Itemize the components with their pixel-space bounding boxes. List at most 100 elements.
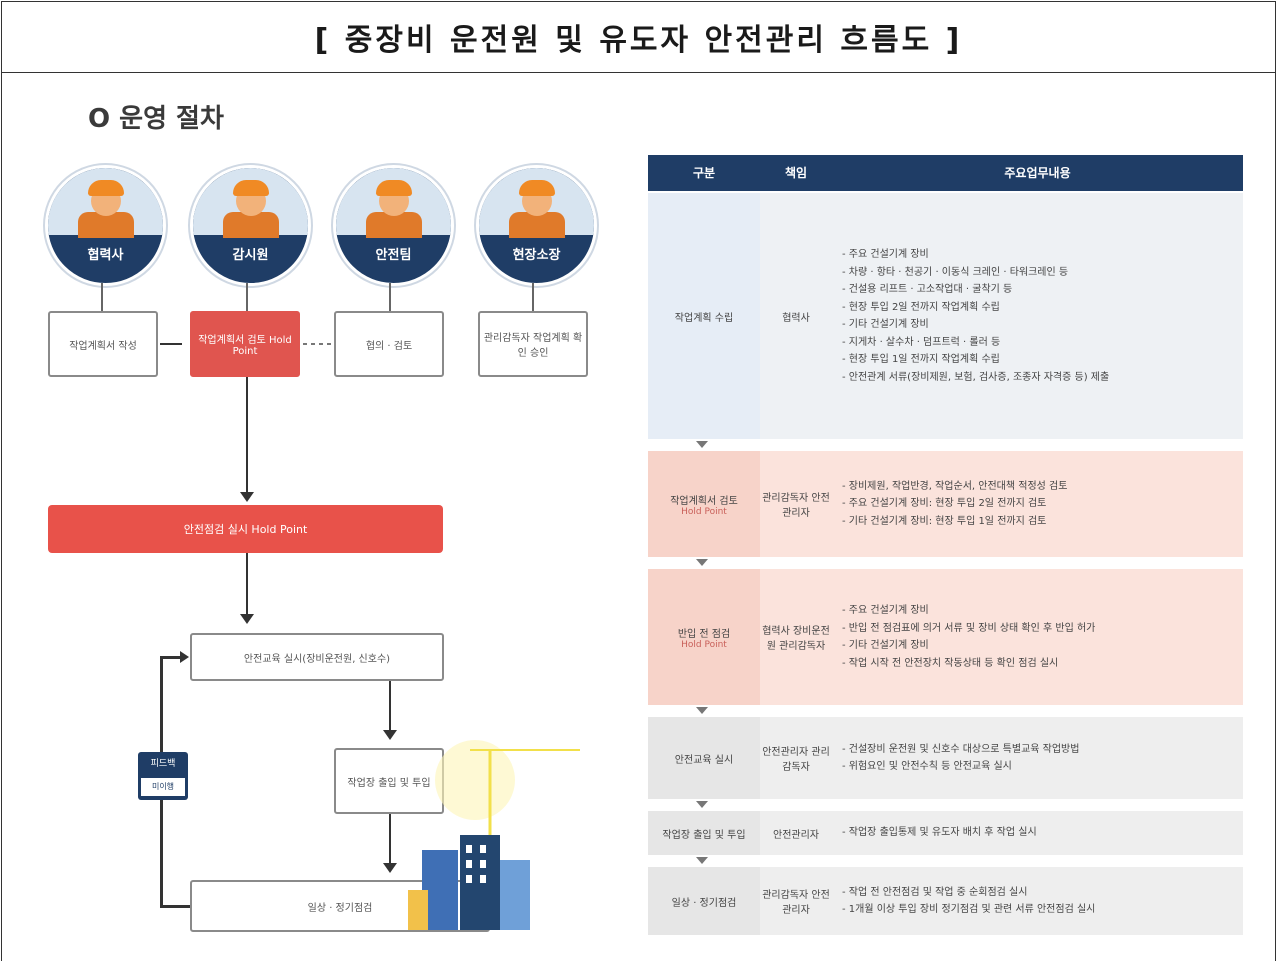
role-label: 협력사 xyxy=(87,248,124,263)
hold-point-label: Hold Point xyxy=(681,639,727,650)
task-line: - 현장 투입 1일 전까지 작업계획 수립 xyxy=(842,354,1000,365)
role-partner: 협력사 xyxy=(45,165,166,286)
task-line: - 건설용 리프트 · 고소작업대 · 굴착기 등 xyxy=(842,284,1013,295)
row-category: 일상 · 정기점검 xyxy=(648,867,760,935)
chevron-down-icon xyxy=(696,857,708,864)
row-tasks: - 작업 전 안전점검 및 작업 중 순회점검 실시 - 1개월 이상 투입 장… xyxy=(832,867,1243,935)
table-row: 반입 전 점검 Hold Point 협력사 장비운전원 관리감독자 - 주요 … xyxy=(648,569,1243,705)
role-label: 현장소장 xyxy=(512,248,561,263)
task-line: - 작업 시작 전 안전장치 작동상태 등 확인 점검 실시 xyxy=(842,657,1059,669)
task-line: - 주요 건설기계 장비: 현장 투입 2일 전까지 검토 xyxy=(842,498,1047,510)
cell-text: 안전교육 실시 xyxy=(674,754,734,766)
chevron-down-icon xyxy=(696,801,708,808)
task-line: - 기타 건설기계 장비 xyxy=(842,319,929,330)
task-line: - 안전관계 서류(장비제원, 보험, 검사증, 조종자 자격증 등) 제출 xyxy=(842,371,1110,383)
arrow-down-icon xyxy=(240,614,254,624)
chevron-down-icon xyxy=(696,559,708,566)
task-line: - 지게차 · 살수차 · 덤프트럭 · 롤러 등 xyxy=(842,336,1001,348)
row-owner: 관리감독자 안전관리자 xyxy=(760,867,832,935)
role-inspector: 감시원 xyxy=(190,165,311,286)
row-owner: 협력사 장비운전원 관리감독자 xyxy=(760,569,832,705)
cell-text: 협력사 xyxy=(782,312,810,324)
feedback-label: 피드백 xyxy=(150,759,176,769)
task-line: - 주요 건설기계 장비 xyxy=(842,605,929,616)
row-category: 안전교육 실시 xyxy=(648,717,760,799)
connector xyxy=(532,283,534,311)
table-row: 작업계획서 검토 Hold Point 관리감독자 안전관리자 - 장비제원, … xyxy=(648,451,1243,557)
hold-point-label: Hold Point xyxy=(681,506,727,517)
connector xyxy=(389,681,391,731)
arrow-down-icon xyxy=(240,492,254,502)
row-tasks: - 주요 건설기계 장비 - 차량 · 항타 · 천공기 · 이동식 크레인 ·… xyxy=(832,193,1243,439)
row-tasks: - 장비제원, 작업반경, 작업순서, 안전대책 적정성 검토 - 주요 건설기… xyxy=(832,451,1243,557)
loop-line xyxy=(160,905,190,908)
row-owner: 안전관리자 xyxy=(760,811,832,855)
task-line: - 주요 건설기계 장비 xyxy=(842,249,929,260)
task-line: - 건설장비 운전원 및 신호수 대상으로 특별교육 작업방법 xyxy=(842,743,1080,755)
row-tasks: - 건설장비 운전원 및 신호수 대상으로 특별교육 작업방법 - 위험요인 및… xyxy=(832,717,1243,799)
step-consult: 협의 · 검토 xyxy=(334,311,444,377)
hold-point-bar: 안전점검 실시 Hold Point xyxy=(48,505,443,553)
cell-text: 작업장 출입 및 투입 xyxy=(662,829,746,841)
table-row: 작업계획 수립 협력사 - 주요 건설기계 장비 - 차량 · 항타 · 천공기… xyxy=(648,193,1243,439)
row-tasks: - 주요 건설기계 장비 - 반입 전 점검표에 의거 서류 및 장비 상태 확… xyxy=(832,569,1243,705)
task-line: - 장비제원, 작업반경, 작업순서, 안전대책 적정성 검토 xyxy=(842,480,1068,492)
cell-text: 안전관리자 관리감독자 xyxy=(762,747,830,773)
cell-text: 관리감독자 안전관리자 xyxy=(762,890,830,916)
cell-text: 관리감독자 안전관리자 xyxy=(762,493,830,519)
table-header: 구분 책임 주요업무내용 xyxy=(648,155,1243,191)
cell-text: 일상 · 정기점검 xyxy=(671,897,737,909)
row-owner: 협력사 xyxy=(760,193,832,439)
row-category: 반입 전 점검 Hold Point xyxy=(648,569,760,705)
cell-text: 안전관리자 xyxy=(773,829,819,841)
row-category: 작업계획서 검토 Hold Point xyxy=(648,451,760,557)
table-row: 작업장 출입 및 투입 안전관리자 - 작업장 출입통제 및 유도자 배치 후 … xyxy=(648,811,1243,855)
arrow-down-icon xyxy=(383,730,397,740)
connector xyxy=(101,283,103,311)
cell-text: 작업계획 수립 xyxy=(674,312,734,324)
header-cell: 책임 xyxy=(784,166,808,180)
construction-city-illustration xyxy=(408,740,580,930)
task-line: - 작업장 출입통제 및 유도자 배치 후 작업 실시 xyxy=(842,827,1037,839)
role-label: 감시원 xyxy=(232,248,269,263)
step-approval: 관리감독자 작업계획 확인 승인 xyxy=(478,311,588,377)
arrow-down-icon xyxy=(383,863,397,873)
header-cell: 주요업무내용 xyxy=(1004,166,1071,180)
task-line: - 기타 건설기계 장비: 현장 투입 1일 전까지 검토 xyxy=(842,515,1047,527)
table-row: 일상 · 정기점검 관리감독자 안전관리자 - 작업 전 안전점검 및 작업 중… xyxy=(648,867,1243,935)
role-label: 안전팀 xyxy=(375,248,412,263)
cell-text: 반입 전 점검 xyxy=(677,628,731,640)
connector xyxy=(389,814,391,864)
dashed-connector xyxy=(303,343,331,345)
row-category: 작업계획 수립 xyxy=(648,193,760,439)
step-review-hold-point: 작업계획서 검토 Hold Point xyxy=(190,311,300,377)
cell-text: 작업계획서 검토 xyxy=(670,495,738,507)
arrow-right-icon xyxy=(180,651,189,663)
title-bar: [ 중장비 운전원 및 유도자 안전관리 흐름도 ] xyxy=(1,1,1276,73)
feedback-sub-label: 미이행 xyxy=(141,778,185,796)
loop-line xyxy=(160,656,182,659)
row-owner: 안전관리자 관리감독자 xyxy=(760,717,832,799)
page-title: [ 중장비 운전원 및 유도자 안전관리 흐름도 ] xyxy=(314,22,963,58)
row-category: 작업장 출입 및 투입 xyxy=(648,811,760,855)
header-cell: 구분 xyxy=(692,166,716,180)
role-safety-team: 안전팀 xyxy=(333,165,454,286)
feedback-badge: 피드백 미이행 xyxy=(138,752,188,800)
task-line: - 현장 투입 2일 전까지 작업계획 수립 xyxy=(842,301,1000,313)
step-safety-training: 안전교육 실시(장비운전원, 신호수) xyxy=(190,633,444,681)
connector xyxy=(246,553,248,615)
task-line: - 위험요인 및 안전수칙 등 안전교육 실시 xyxy=(842,761,1012,772)
section-label: O 운영 절차 xyxy=(88,104,224,134)
task-line: - 작업 전 안전점검 및 작업 중 순회점검 실시 xyxy=(842,886,1028,898)
connector xyxy=(246,377,248,493)
step-write-plan: 작업계획서 작성 xyxy=(48,311,158,377)
arrow xyxy=(160,343,182,345)
chevron-down-icon xyxy=(696,441,708,448)
cell-text: 협력사 장비운전원 관리감독자 xyxy=(762,626,830,652)
task-line: - 차량 · 항타 · 천공기 · 이동식 크레인 · 타워크레인 등 xyxy=(842,266,1069,278)
task-line: - 기타 건설기계 장비 xyxy=(842,640,929,651)
table-row: 안전교육 실시 안전관리자 관리감독자 - 건설장비 운전원 및 신호수 대상으… xyxy=(648,717,1243,799)
connector xyxy=(246,283,248,311)
row-tasks: - 작업장 출입통제 및 유도자 배치 후 작업 실시 xyxy=(832,811,1243,855)
